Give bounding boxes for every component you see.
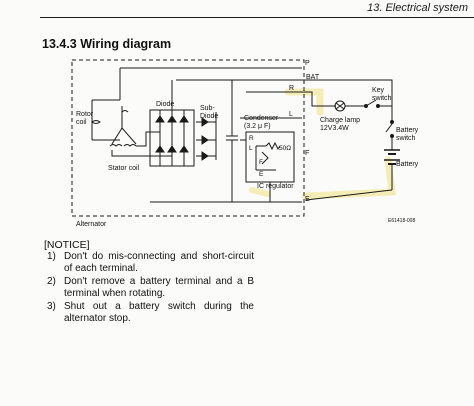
regulator-resistor: [255, 141, 281, 171]
wire-ground-return: [305, 189, 393, 201]
highlight-mark-regulator: [249, 187, 271, 197]
notice-item-text: Shut out a battery switch during the alt…: [64, 301, 254, 324]
highlight-mark-battery: [302, 156, 396, 200]
label-charge-lamp-2: 12V3.4W: [320, 125, 349, 132]
label-condenser-2: (3.2 μ F): [244, 123, 271, 130]
terminal-label-l: L: [289, 111, 293, 118]
alternator-box: [71, 59, 305, 217]
label-battery: Battery: [396, 161, 419, 168]
label-battery-switch-2: switch: [396, 135, 416, 142]
section-title: 13.4.3 Wiring diagram: [42, 37, 172, 51]
highlight-marks: [249, 88, 396, 200]
label-charge-lamp-1: Charge lamp: [320, 117, 360, 124]
notice-item: 1) Don't do mis-connecting and short-cir…: [44, 251, 254, 274]
label-sub-diode-2: Diode: [200, 113, 218, 120]
terminal-label-r: R: [289, 85, 294, 92]
label-drawing-code: E61418-008: [388, 218, 415, 224]
battery-switch: [385, 108, 394, 138]
label-key-switch-2: switch: [372, 95, 392, 102]
notice-item-number: 1): [47, 251, 56, 262]
label-diode: Diode: [156, 101, 174, 108]
wire-r-external: [302, 91, 336, 107]
header-rule: [40, 17, 474, 18]
charge-lamp-filament: [335, 102, 345, 110]
notice-list: 1) Don't do mis-connecting and short-cir…: [44, 251, 254, 326]
notice-title: [NOTICE]: [44, 239, 90, 251]
label-regulator-l: L: [249, 145, 253, 152]
label-regulator-r: R: [249, 135, 254, 142]
label-regulator-f: F: [259, 159, 263, 166]
label-sub-diode-1: Sub-: [200, 105, 215, 112]
key-switch: [364, 99, 380, 108]
label-rotor-coil-1: Rotor: [76, 111, 94, 118]
notice-item: 3) Shut out a battery switch during the …: [44, 301, 254, 324]
sub-diode: [196, 112, 217, 161]
wire-stator-bridge: [136, 131, 160, 147]
label-key-switch-1: Key: [372, 87, 385, 94]
terminal-label-p: P: [305, 60, 310, 67]
battery-symbol: [384, 136, 400, 190]
label-condenser-1: Condenser: [244, 115, 279, 122]
wire-bat-external: [302, 79, 393, 108]
terminal-label-e: E: [305, 196, 310, 203]
notice-item-text: Don't do mis-connecting and short-circui…: [64, 251, 254, 274]
notice-item: 2) Don't remove a battery terminal and a…: [44, 276, 254, 299]
label-regulator-e: E: [259, 171, 264, 178]
rotor-coil: [91, 99, 120, 141]
wire-stator-bridge-2: [111, 150, 172, 157]
label-battery-switch-1: Battery: [396, 127, 419, 134]
diode-symbols: [155, 110, 189, 166]
notice-item-number: 3): [47, 301, 56, 312]
label-alternator: Alternator: [76, 221, 107, 228]
label-regulator-resistor: 50Ω: [279, 145, 291, 152]
notice-item-text: Don't remove a battery terminal and a B …: [64, 276, 254, 299]
terminal-label-f: F: [305, 150, 309, 157]
notice-item-number: 2): [47, 276, 56, 287]
label-rotor-coil-2: coil: [76, 119, 87, 126]
label-stator-coil: Stator coil: [108, 165, 140, 172]
condenser: [226, 80, 238, 202]
stator-coil: [109, 106, 137, 147]
terminal-label-bat: BAT: [306, 74, 320, 81]
chapter-header: 13. Electrical system: [367, 2, 468, 14]
label-ic-regulator: IC regulator: [257, 183, 294, 190]
